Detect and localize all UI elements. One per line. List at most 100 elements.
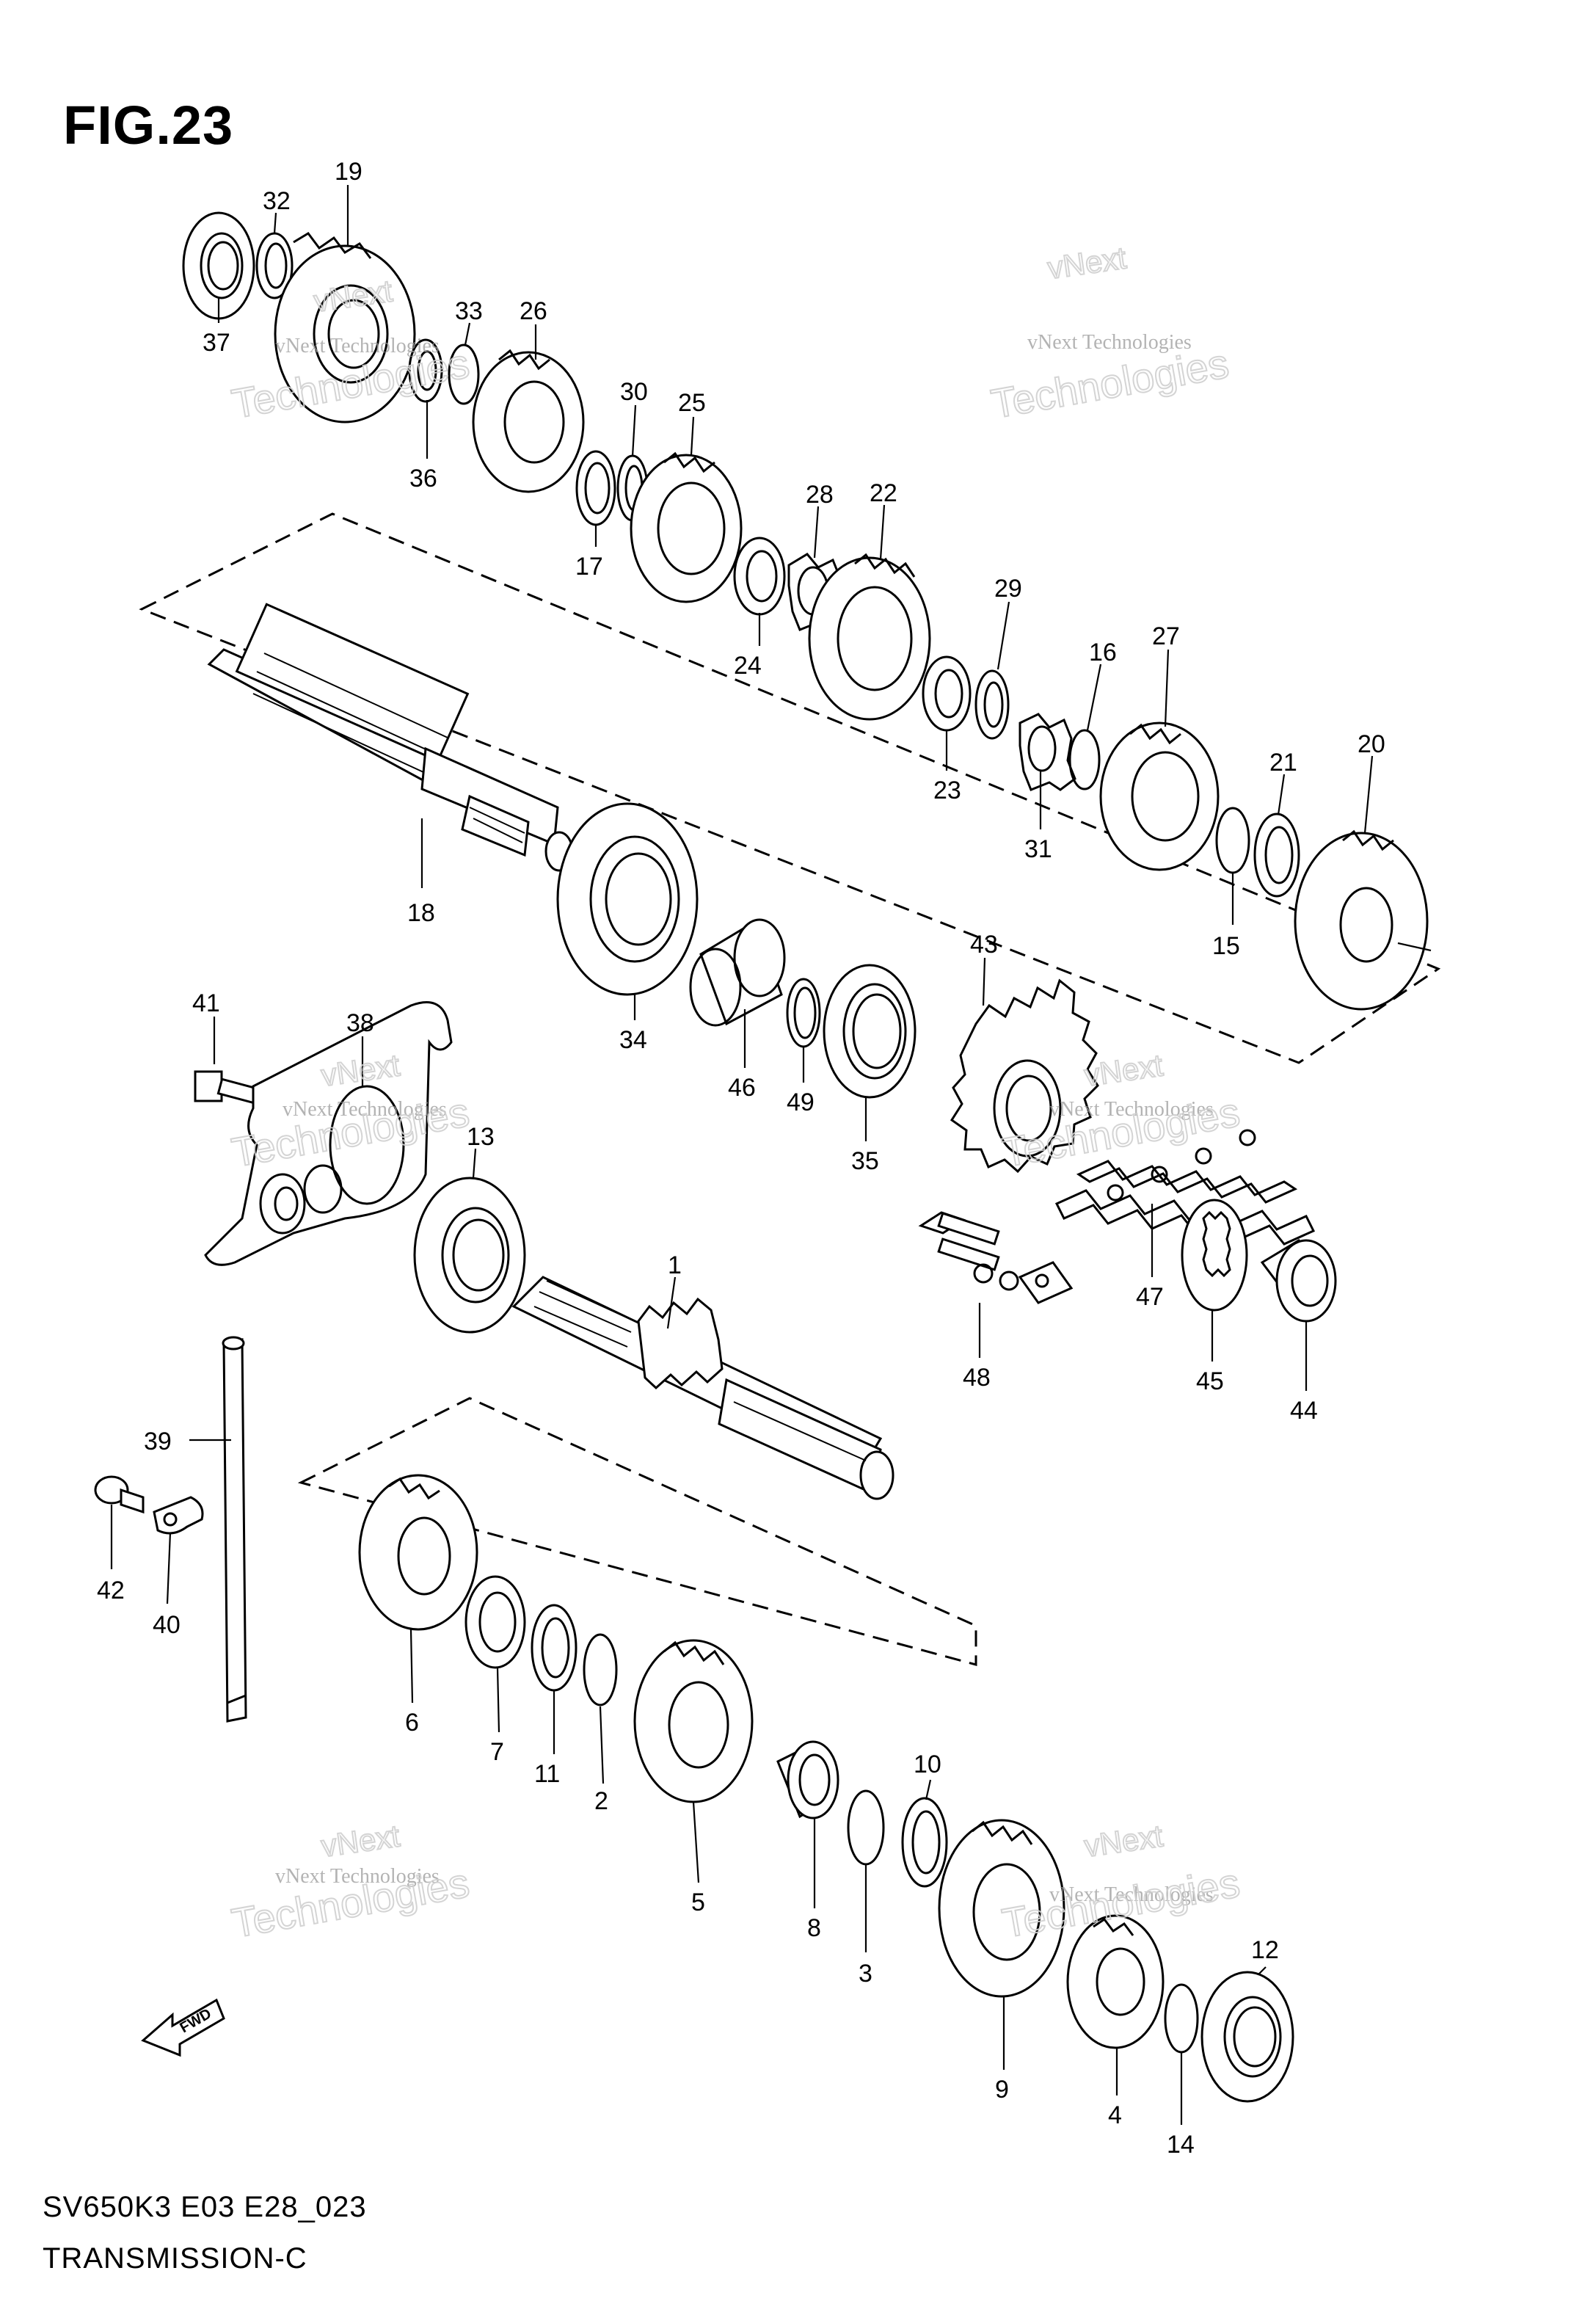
gear-6 [358, 1474, 478, 1631]
gear-22 [808, 553, 931, 721]
part-label-39: 39 [144, 1428, 172, 1455]
part-label-48: 48 [963, 1364, 991, 1392]
section-name: TRANSMISSION-C [43, 2242, 307, 2275]
bearing-37 [182, 211, 255, 320]
washer-21 [1253, 813, 1300, 898]
o-ring-49 [786, 978, 821, 1048]
part-label-37: 37 [203, 329, 230, 357]
part-label-33: 33 [455, 297, 483, 325]
circlip-15 [1215, 807, 1250, 874]
part-label-27: 27 [1152, 622, 1180, 650]
part-label-16: 16 [1089, 639, 1117, 666]
watermark-big-top: vNext [319, 1818, 402, 1864]
part-label-17: 17 [575, 553, 603, 581]
part-label-9: 9 [995, 2076, 1009, 2104]
part-label-36: 36 [409, 465, 437, 492]
part-label-22: 22 [870, 479, 897, 507]
part-label-20: 20 [1358, 730, 1385, 758]
washer-32 [255, 232, 294, 299]
part-label-12: 12 [1251, 1936, 1279, 1964]
gear-9 [938, 1819, 1065, 1998]
watermark-line: vNext Technologies [275, 335, 440, 357]
part-label-25: 25 [678, 389, 706, 417]
part-label-3: 3 [859, 1960, 872, 1988]
part-label-18: 18 [407, 899, 435, 927]
clip-40 [153, 1496, 204, 1535]
gear-19 [274, 232, 416, 423]
watermark-big-top: vNext [1082, 1818, 1165, 1864]
gear-26 [472, 349, 585, 493]
bearing-34 [556, 802, 699, 996]
part-label-14: 14 [1167, 2131, 1195, 2159]
drive-chain-47 [1054, 1129, 1316, 1246]
part-label-44: 44 [1290, 1397, 1318, 1425]
part-label-40: 40 [153, 1611, 181, 1639]
screw-42 [94, 1475, 145, 1514]
watermark-big-top: vNext [1046, 240, 1129, 286]
watermark-line: vNext Technologies [1049, 1883, 1214, 1906]
part-label-4: 4 [1108, 2101, 1122, 2129]
bushing-8 [776, 1740, 839, 1820]
part-label-30: 30 [620, 378, 648, 406]
leader-lines [110, 185, 1432, 2125]
part-label-19: 19 [335, 158, 362, 186]
bushing-17 [575, 450, 616, 526]
part-label-35: 35 [851, 1147, 879, 1175]
part-label-11: 11 [534, 1760, 560, 1788]
oil-seal-35 [823, 964, 917, 1099]
part-label-29: 29 [994, 575, 1022, 603]
gear-25 [630, 451, 743, 603]
bearing-retainer-plate-38 [204, 1001, 453, 1266]
fwd-arrow-icon: FWD [141, 1998, 225, 2057]
circlip-3 [847, 1789, 885, 1866]
watermark-line: vNext Technologies [1049, 1098, 1214, 1121]
circlip-16 [1068, 729, 1101, 790]
part-label-34: 34 [619, 1026, 647, 1054]
circlip-14 [1164, 1983, 1199, 2054]
part-label-2: 2 [594, 1787, 608, 1815]
part-label-46: 46 [728, 1074, 756, 1102]
part-label-7: 7 [490, 1738, 504, 1766]
nut-44 [1260, 1239, 1337, 1323]
circlip-33 [448, 343, 480, 405]
gear-5 [633, 1639, 754, 1803]
washer-11 [531, 1604, 577, 1692]
part-label-31: 31 [1024, 835, 1052, 863]
driveshaft-assembly-boundary [297, 1397, 977, 1666]
part-label-45: 45 [1196, 1367, 1224, 1395]
part-label-23: 23 [933, 777, 961, 804]
part-label-49: 49 [787, 1088, 815, 1116]
watermark-line: vNext Technologies [1027, 331, 1192, 354]
circlip-2 [583, 1633, 618, 1706]
part-label-28: 28 [806, 481, 834, 509]
washer-36 [408, 338, 443, 403]
lock-washer-31 [1019, 713, 1076, 791]
watermark-line: vNext Technologies [275, 1865, 440, 1888]
part-label-43: 43 [970, 931, 998, 959]
part-labels: 1 2 3 4 5 6 7 8 9 10 11 12 13 14 15 16 1… [97, 158, 1385, 2159]
figure-title: FIG.23 [63, 95, 234, 156]
part-label-8: 8 [807, 1914, 821, 1942]
part-label-15: 15 [1212, 932, 1240, 960]
part-label-26: 26 [520, 297, 547, 325]
part-label-32: 32 [263, 187, 291, 215]
engine-sprocket-43 [950, 978, 1099, 1174]
gear-4 [1066, 1914, 1165, 2049]
part-label-13: 13 [467, 1123, 495, 1151]
part-label-21: 21 [1269, 749, 1297, 777]
bearing-13 [413, 1177, 526, 1334]
part-label-41: 41 [192, 989, 220, 1017]
bearing-12 [1200, 1971, 1294, 2103]
countershaft-assembly-boundary [139, 512, 1441, 1064]
bushing-23 [922, 655, 972, 732]
gear-20 [1294, 829, 1429, 1011]
bushing-24 [733, 537, 786, 616]
part-label-24: 24 [734, 652, 762, 680]
part-label-5: 5 [691, 1889, 705, 1916]
gear-27 [1099, 721, 1220, 871]
spacer-46 [689, 918, 786, 1027]
washer-10 [901, 1797, 948, 1888]
watermark-line: vNext Technologies [283, 1098, 447, 1121]
part-label-1: 1 [668, 1251, 682, 1279]
